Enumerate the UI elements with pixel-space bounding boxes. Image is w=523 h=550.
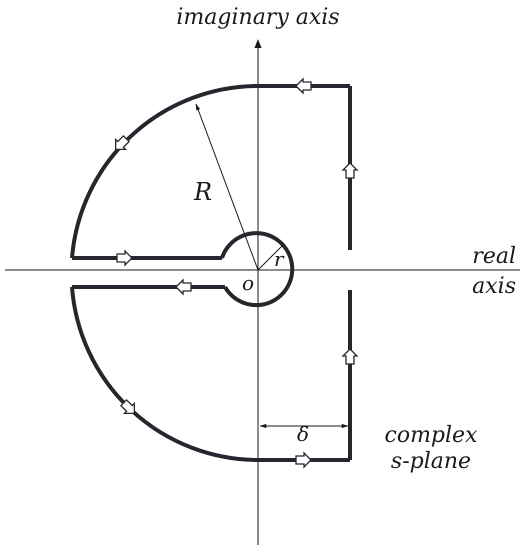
origin-label: o	[242, 271, 254, 295]
nyquist-contour	[70, 84, 352, 462]
hollow-arrow-icon	[114, 135, 130, 151]
small-circle-arc	[220, 231, 295, 308]
complex-plane-label-line2: s-plane	[391, 449, 471, 474]
big-radius-label: R	[193, 178, 212, 206]
small-radius-label: r	[274, 247, 285, 271]
hollow-arrow-icon	[341, 162, 359, 179]
real-axis-label-line2: axis	[472, 274, 516, 299]
imaginary-axis-label: imaginary axis	[176, 5, 339, 30]
hollow-arrow-icon	[295, 451, 312, 469]
hollow-arrow-icon	[341, 348, 359, 365]
upper-big-arc	[70, 84, 259, 259]
small-radius-line	[257, 243, 285, 271]
hollow-arrow-icon	[295, 77, 312, 95]
delta-label: δ	[297, 422, 309, 446]
hollow-arrow-icon	[120, 399, 136, 415]
hollow-arrow-icon	[175, 278, 192, 296]
big-radius-line	[195, 103, 259, 271]
real-axis-label-line1: real	[472, 244, 516, 269]
direction-arrows	[114, 77, 359, 469]
complex-plane-label-line1: complex	[385, 423, 479, 448]
hollow-arrow-icon	[116, 249, 133, 267]
lower-big-arc	[70, 286, 259, 462]
